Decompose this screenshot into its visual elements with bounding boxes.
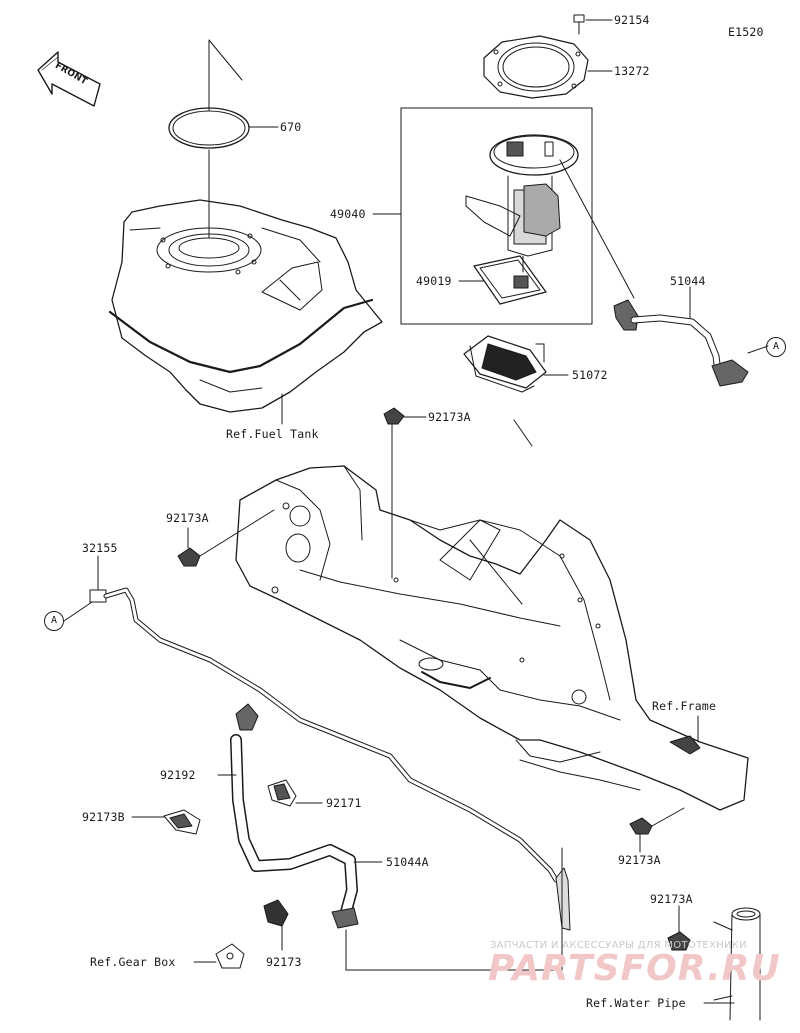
part-number-92173B[interactable]: 92173B [82, 810, 125, 824]
clip-icon [667, 931, 691, 951]
part-number-51044A[interactable]: 51044A [386, 855, 429, 869]
part-number-92192[interactable]: 92192 [160, 768, 196, 782]
fuel-pipe-icon [89, 587, 571, 931]
bolt-icon [573, 14, 585, 35]
part-number-51072[interactable]: 51072 [572, 368, 608, 382]
pump-cover-icon [463, 335, 547, 393]
frame-icon [235, 465, 749, 811]
part-number-92173A-left[interactable]: 92173A [166, 511, 209, 525]
water-pipe-icon [713, 907, 761, 1021]
watermark-tagline: ЗАПЧАСТИ И АКСЕССУАРЫ ДЛЯ МОТОТЕХНИКИ [490, 940, 747, 951]
diagram-code: E1520 [728, 25, 764, 39]
part-number-32155[interactable]: 32155 [82, 541, 118, 555]
connector-a-marker: A [44, 611, 64, 631]
part-number-92173A-bottom[interactable]: 92173A [650, 892, 693, 906]
part-number-49040[interactable]: 49040 [330, 207, 366, 221]
part-number-51044[interactable]: 51044 [670, 274, 706, 288]
part-number-13272[interactable]: 13272 [614, 64, 650, 78]
part-number-92173A-top[interactable]: 92173A [428, 410, 471, 424]
clip-icon [263, 899, 289, 927]
part-number-92173[interactable]: 92173 [266, 955, 302, 969]
center-line-frame [469, 539, 523, 605]
clip-icon [177, 547, 201, 567]
fuel-hose-icon [559, 159, 749, 387]
clip-icon [629, 817, 653, 835]
ref-water-pipe[interactable]: Ref.Water Pipe [586, 996, 686, 1010]
clamp-icon [267, 779, 297, 807]
part-number-92173A-right[interactable]: 92173A [618, 853, 661, 867]
ref-gear-box[interactable]: Ref.Gear Box [90, 955, 176, 969]
fuel-filter-icon [473, 255, 547, 305]
clamp-icon [163, 809, 201, 835]
connector-a-marker: A [766, 337, 786, 357]
part-number-49019[interactable]: 49019 [416, 274, 452, 288]
pump-gasket-icon [483, 35, 589, 99]
part-number-92154[interactable]: 92154 [614, 13, 650, 27]
o-ring-icon [168, 107, 250, 149]
center-line-clip-right [651, 807, 685, 827]
pump-assembly-box [400, 107, 593, 325]
fuel-pump-icon [465, 134, 579, 273]
ref-frame[interactable]: Ref.Frame [652, 699, 717, 713]
center-line-cover [513, 419, 533, 447]
leader-A-right [747, 345, 769, 354]
watermark-logo: PARTSFOR.RU [488, 948, 781, 989]
center-line-top [208, 39, 243, 81]
front-arrow-icon [37, 51, 101, 107]
gear-box-bracket-icon [215, 943, 245, 969]
leader-A-left [63, 601, 93, 622]
fuel-tank-icon [108, 199, 383, 413]
return-hose-icon [230, 703, 359, 929]
ref-fuel-tank[interactable]: Ref.Fuel Tank [226, 427, 319, 441]
center-line-clip-left [199, 509, 275, 557]
part-number-92171[interactable]: 92171 [326, 796, 362, 810]
part-number-670[interactable]: 670 [280, 120, 302, 134]
clip-icon [383, 407, 405, 425]
